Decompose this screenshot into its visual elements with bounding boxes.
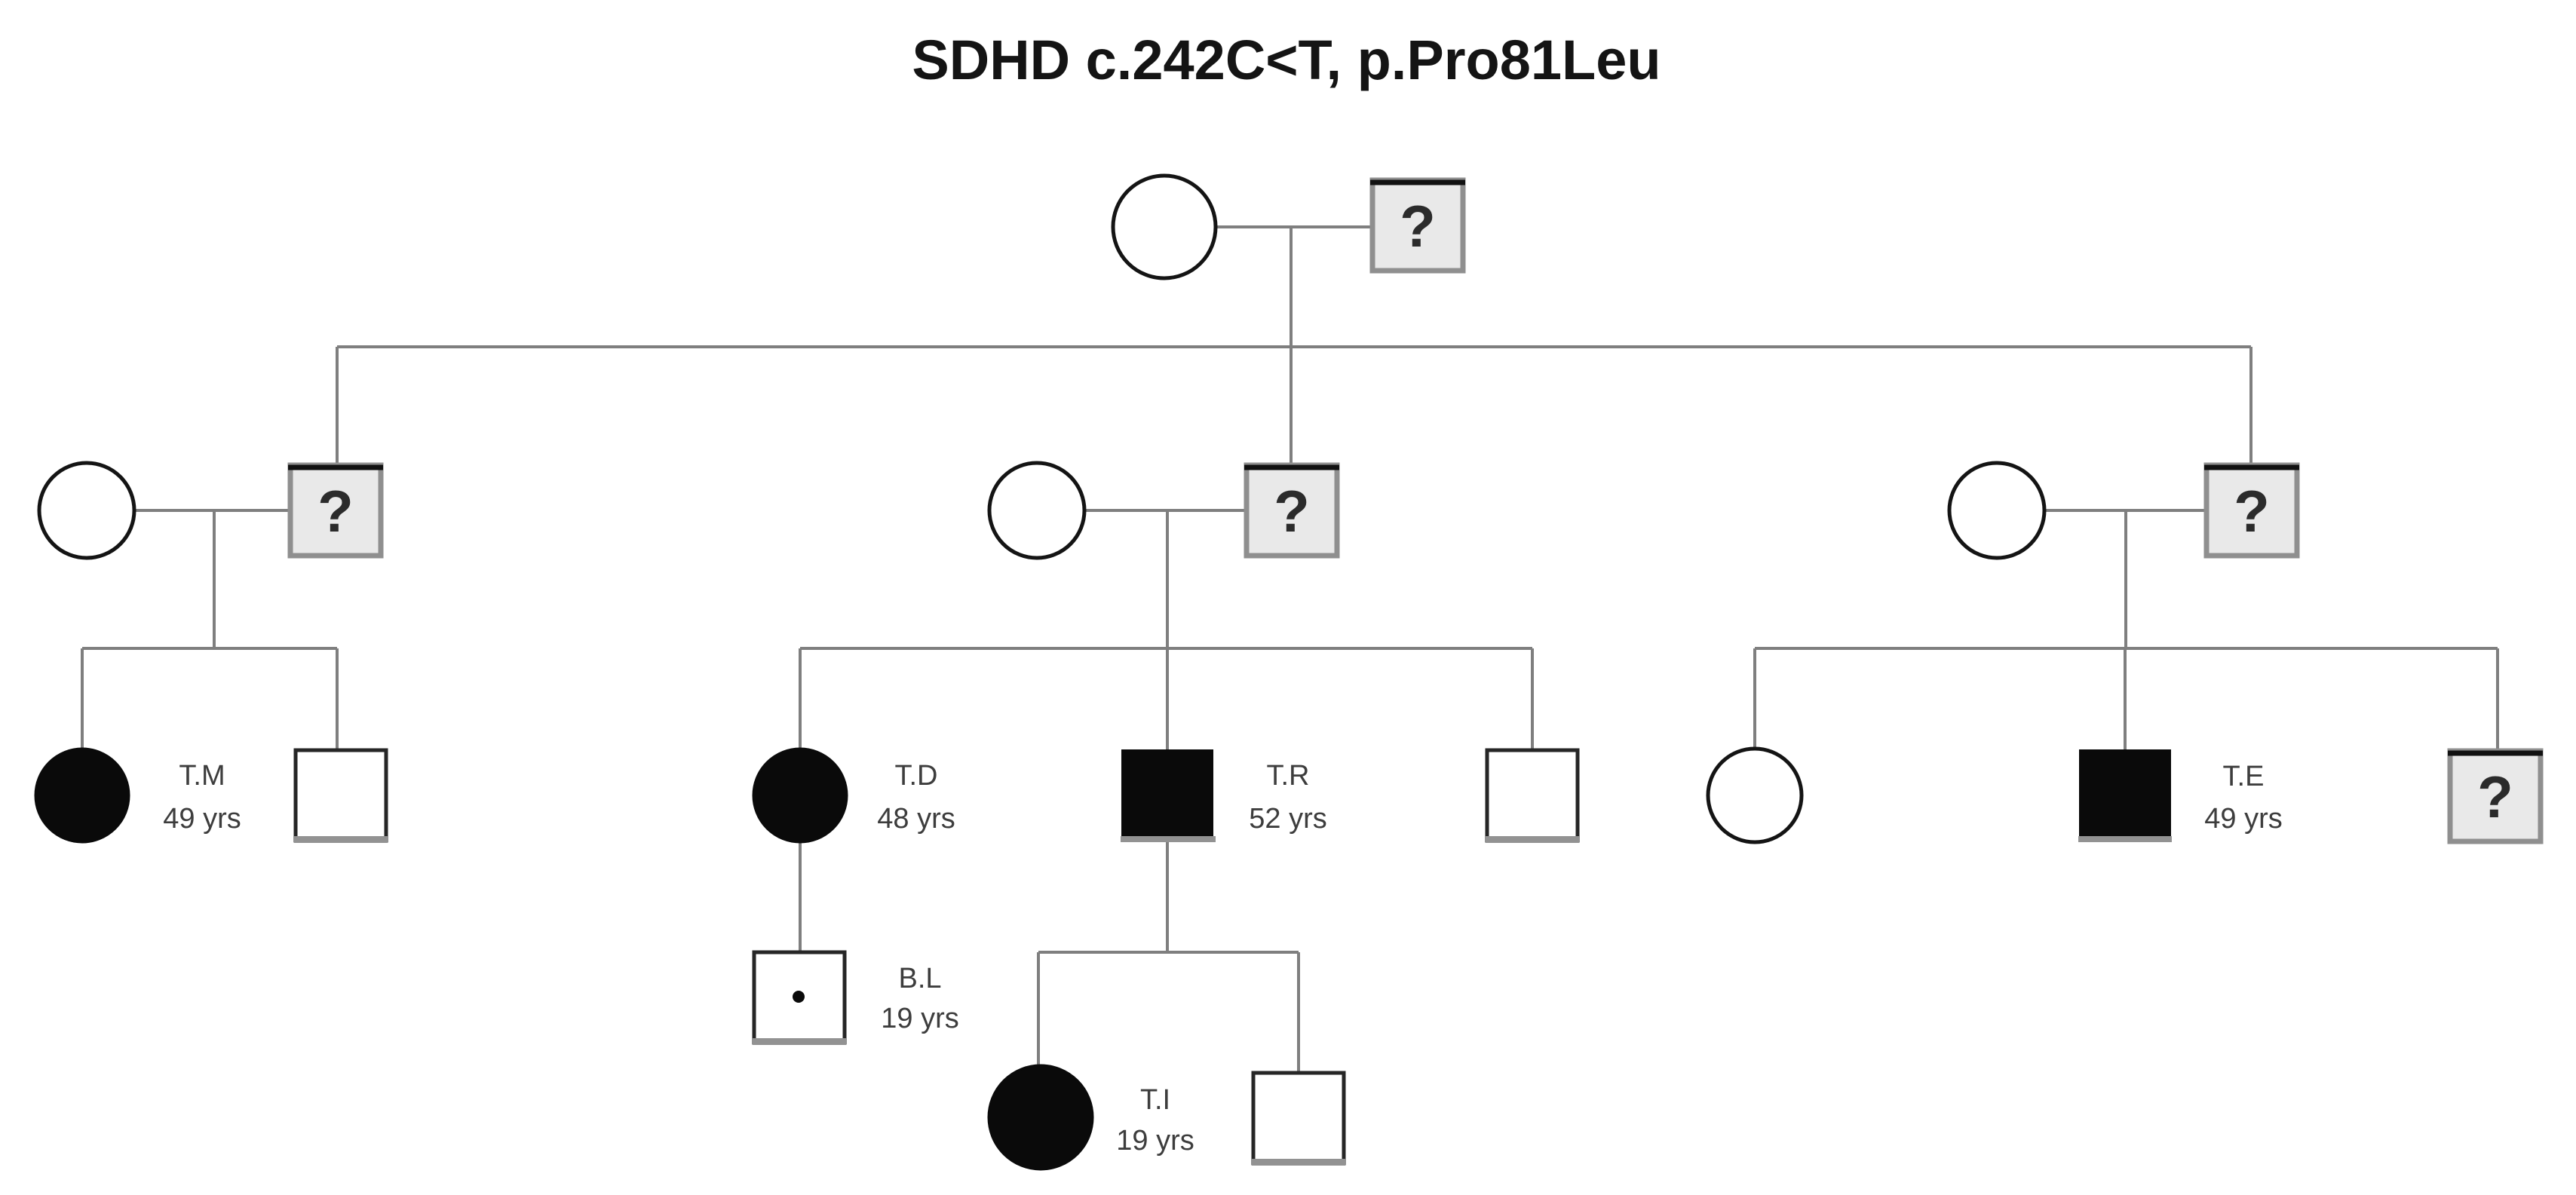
filled-square <box>2079 749 2171 841</box>
bl-name-label: B.L <box>898 963 941 994</box>
left-father-unknown-square: ? <box>287 462 384 559</box>
left-mother-circle <box>37 461 136 560</box>
unknown-square <box>287 462 384 559</box>
generation-4: B.L 19 yrs T.I 19 yrs <box>752 950 1346 1171</box>
filled-square <box>1121 749 1213 841</box>
open-square <box>293 748 388 843</box>
middle-father-unknown-square: ? <box>1244 462 1340 559</box>
unknown-status-mark: ? <box>1274 478 1310 544</box>
open-square <box>1485 748 1580 843</box>
tm-affected-circle <box>34 747 130 844</box>
ti-age-label: 19 yrs <box>1116 1125 1194 1157</box>
gen1-grandmother-circle <box>1111 173 1218 280</box>
unknown-status-mark: ? <box>317 478 354 544</box>
unknown-status-mark: ? <box>2234 478 2270 544</box>
generation-1: ? <box>1111 173 1466 280</box>
bl-age-label: 19 yrs <box>881 1003 958 1034</box>
carrier-dot <box>793 991 805 1003</box>
td-affected-circle <box>752 747 848 844</box>
unknown-status-mark: ? <box>1400 193 1436 259</box>
right-unknown-square: ? <box>2447 748 2544 844</box>
right-unaffected-circle <box>1706 746 1804 844</box>
gen4-unaffected-square <box>1251 1071 1346 1166</box>
ti-affected-circle <box>987 1064 1094 1171</box>
left-unaffected-square <box>293 748 388 843</box>
right-mother-circle <box>1947 461 2047 560</box>
middle-mother-circle <box>987 461 1087 560</box>
right-father-unknown-square: ? <box>2203 462 2300 559</box>
diagram-title: SDHD c.242C<T, p.Pro81Leu <box>912 29 1661 91</box>
ti-name-label: T.I <box>1140 1084 1170 1116</box>
tr-affected-square <box>1121 749 1216 842</box>
td-name-label: T.D <box>895 760 938 792</box>
tr-name-label: T.R <box>1267 760 1310 792</box>
bl-carrier-square <box>752 950 847 1045</box>
tm-name-label: T.M <box>179 760 225 792</box>
open-square <box>1251 1071 1346 1166</box>
unknown-status-mark: ? <box>2477 764 2513 830</box>
middle-unaffected-square <box>1485 748 1580 843</box>
generation-2: ? ? ? <box>37 461 2300 560</box>
te-name-label: T.E <box>2223 761 2265 792</box>
tm-age-label: 49 yrs <box>163 803 241 835</box>
generation-3: T.M 49 yrs T.D 48 yrs T.R 52 yrs T.E 49 … <box>34 746 2544 844</box>
connector-lines <box>81 225 2499 1074</box>
gen1-grandfather-unknown-square: ? <box>1369 177 1466 274</box>
td-age-label: 48 yrs <box>877 803 955 835</box>
te-affected-square <box>2078 749 2172 842</box>
tr-age-label: 52 yrs <box>1249 803 1326 835</box>
te-age-label: 49 yrs <box>2204 803 2282 835</box>
